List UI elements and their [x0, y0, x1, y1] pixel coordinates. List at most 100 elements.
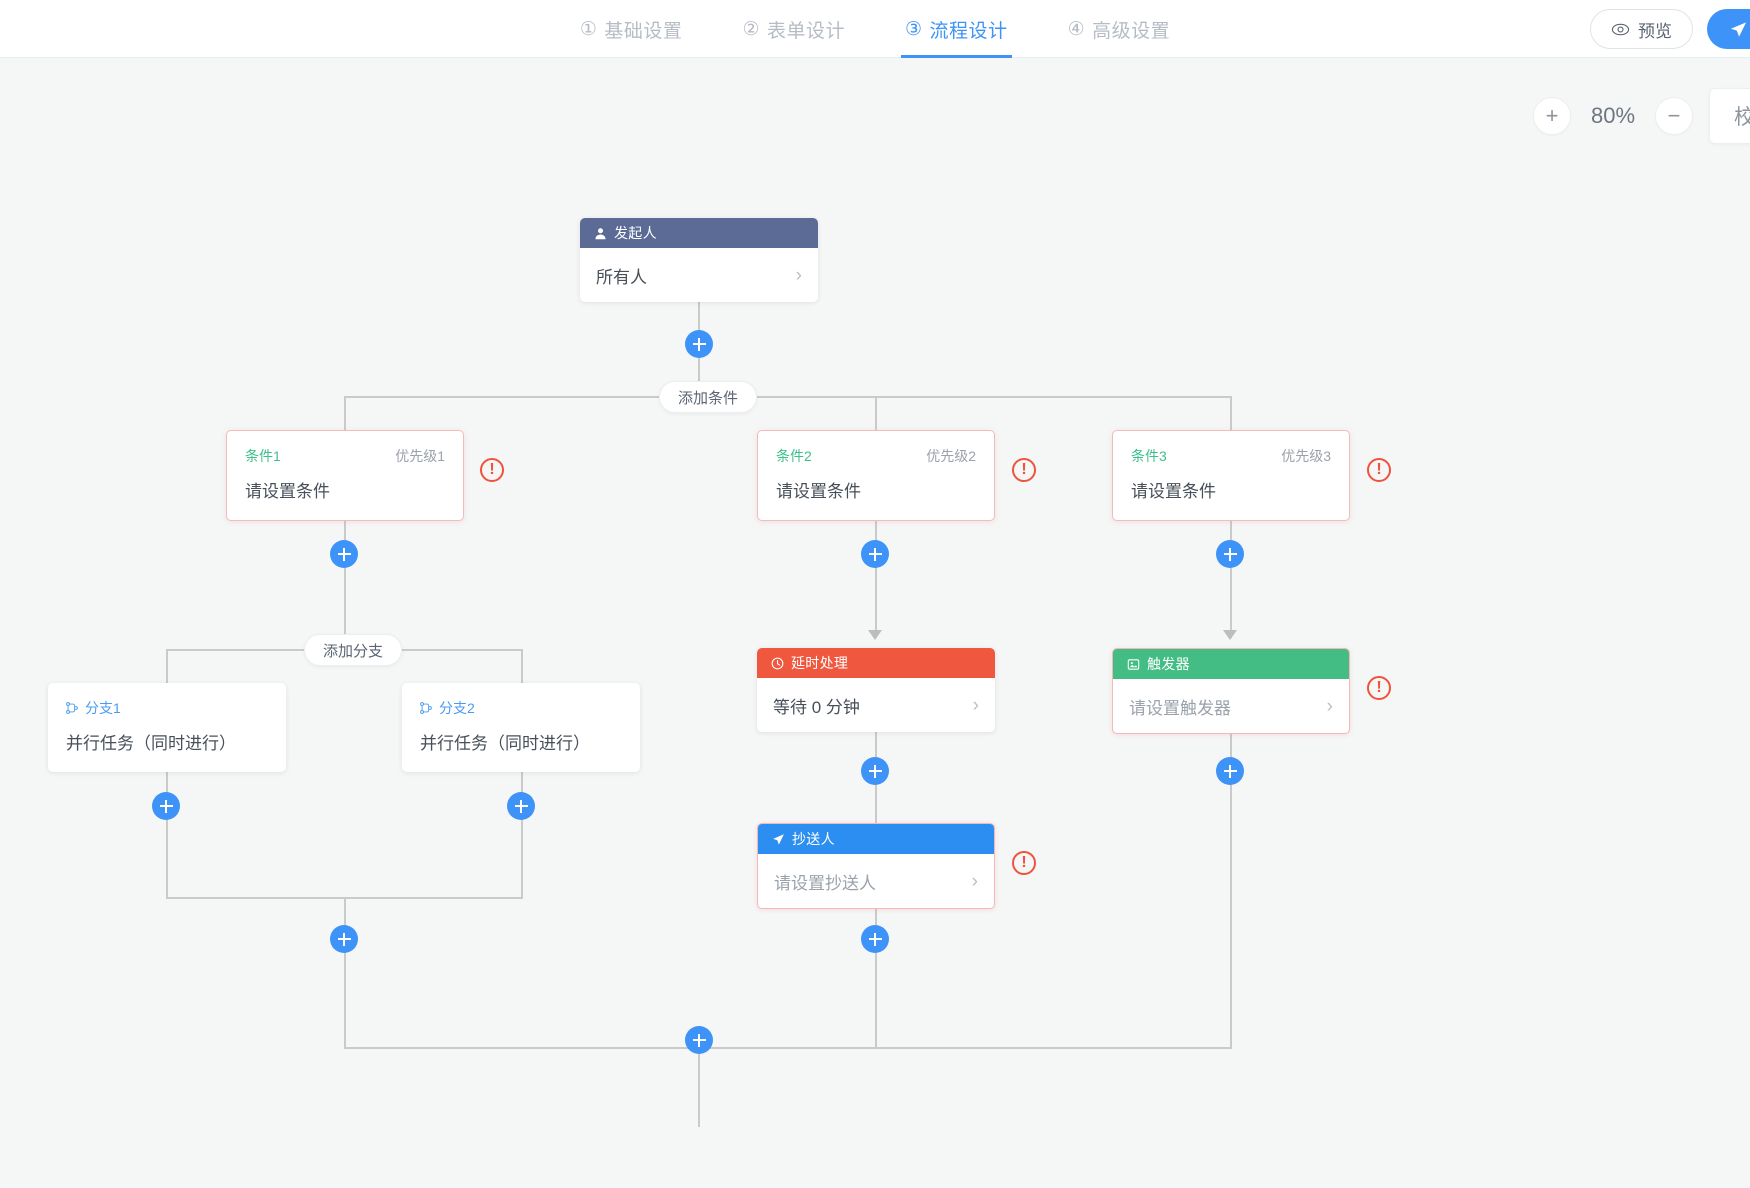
connector-cc-down [875, 907, 877, 1049]
add-node-button-final[interactable] [685, 1026, 713, 1054]
step-number: ③ [905, 18, 923, 40]
connector-cond3-down [1230, 516, 1232, 638]
tab-advanced-settings[interactable]: ④ 高级设置 [1064, 0, 1175, 58]
error-icon-condition-2[interactable]: ! [1012, 458, 1036, 482]
node-condition-2-priority: 优先级2 [926, 448, 976, 464]
node-delay-body[interactable]: 等待 0 分钟 › [757, 678, 995, 732]
node-branch-1-value: 并行任务（同时进行） [66, 734, 236, 753]
node-delay[interactable]: 延时处理 等待 0 分钟 › [757, 648, 995, 732]
node-cc-body[interactable]: 请设置抄送人 › [758, 854, 994, 908]
node-condition-2-value: 请设置条件 [776, 482, 861, 501]
zoom-toolbar: + 80% − 校验流程 [1533, 88, 1750, 144]
add-node-button-after-condition-2[interactable] [861, 540, 889, 568]
error-icon-condition-1[interactable]: ! [480, 458, 504, 482]
tab-process-design[interactable]: ③ 流程设计 [901, 0, 1012, 58]
node-delay-header: 延时处理 [757, 648, 995, 678]
add-node-button-after-condition-3[interactable] [1216, 540, 1244, 568]
connector-condition-bus [344, 396, 1232, 398]
add-condition-button[interactable]: 添加条件 [659, 381, 758, 413]
node-branch-2-value: 并行任务（同时进行） [420, 734, 590, 753]
chevron-right-icon: › [1326, 695, 1333, 717]
node-cc-title: 抄送人 [792, 831, 835, 847]
add-branch-button[interactable]: 添加分支 [304, 634, 403, 666]
zoom-out-button[interactable]: − [1655, 97, 1693, 135]
node-initiator-value: 所有人 [596, 267, 647, 287]
add-node-button-after-delay[interactable] [861, 757, 889, 785]
node-branch-1-name: 分支1 [85, 700, 121, 716]
connector-cond2-down [875, 516, 877, 638]
node-delay-title: 延时处理 [791, 655, 849, 671]
node-initiator-title: 发起人 [614, 225, 657, 241]
zoom-level-value: 80% [1590, 103, 1636, 128]
node-condition-1-priority: 优先级1 [395, 448, 445, 464]
trigger-icon [1127, 658, 1140, 671]
connector-delay-down [875, 732, 877, 854]
step-number: ④ [1067, 18, 1086, 40]
connector-final-down [698, 1047, 700, 1127]
connector-final-merge-bus [344, 1047, 1232, 1049]
node-trigger[interactable]: 触发器 请设置触发器 › [1112, 648, 1350, 734]
node-condition-2-name: 条件2 [776, 448, 812, 464]
top-bar-actions: 预览 发布 [1590, 0, 1750, 58]
preview-button[interactable]: 预览 [1590, 9, 1693, 49]
add-node-button-after-trigger[interactable] [1216, 757, 1244, 785]
step-label: 表单设计 [766, 20, 845, 42]
node-condition-2[interactable]: 条件2 优先级2 请设置条件 [757, 430, 995, 521]
validate-process-button[interactable]: 校验流程 [1709, 88, 1750, 144]
step-label: 高级设置 [1092, 20, 1171, 42]
preview-button-label: 预览 [1638, 21, 1672, 41]
flow-canvas[interactable]: 发起人 所有人 › 添加条件 条件1 优先级1 请设置条件 ! 条件2 优先级2… [0, 58, 1750, 1188]
publish-button[interactable]: 发布 [1707, 9, 1750, 49]
node-cc-header: 抄送人 [758, 824, 994, 854]
node-condition-3[interactable]: 条件3 优先级3 请设置条件 [1112, 430, 1350, 521]
node-condition-3-value: 请设置条件 [1131, 482, 1216, 501]
connector-branch-2-down [521, 767, 523, 899]
chevron-right-icon: › [971, 870, 978, 892]
connector-branch-1-down [166, 767, 168, 899]
node-condition-3-top: 条件3 优先级3 [1113, 431, 1349, 466]
step-nav: ① 基础设置 ② 表单设计 ③ 流程设计 ④ 高级设置 [0, 0, 1750, 58]
add-node-button-after-branch-merge[interactable] [330, 925, 358, 953]
tab-form-design[interactable]: ② 表单设计 [738, 0, 849, 58]
node-initiator-body[interactable]: 所有人 › [580, 248, 818, 302]
user-icon [594, 227, 607, 240]
eye-icon [1611, 20, 1630, 39]
step-label: 流程设计 [929, 20, 1008, 42]
node-branch-1[interactable]: 分支1 并行任务（同时进行） [48, 683, 286, 772]
add-node-button-after-cc[interactable] [861, 925, 889, 953]
add-node-button-after-branch-2[interactable] [507, 792, 535, 820]
arrow-into-trigger-node [1223, 630, 1237, 640]
node-cc[interactable]: 抄送人 请设置抄送人 › [757, 823, 995, 909]
top-bar: ① 基础设置 ② 表单设计 ③ 流程设计 ④ 高级设置 预览 [0, 0, 1750, 58]
node-trigger-body[interactable]: 请设置触发器 › [1113, 679, 1349, 733]
error-icon-cc[interactable]: ! [1012, 851, 1036, 875]
chevron-right-icon: › [795, 264, 802, 286]
branch-icon [420, 702, 432, 714]
add-node-button-after-branch-1[interactable] [152, 792, 180, 820]
zoom-in-button[interactable]: + [1533, 97, 1571, 135]
add-node-button-after-condition-1[interactable] [330, 540, 358, 568]
send-icon [1729, 20, 1748, 39]
connector-branch-merge-down [344, 897, 346, 1049]
node-initiator-header: 发起人 [580, 218, 818, 248]
tab-basic-settings[interactable]: ① 基础设置 [576, 0, 687, 58]
error-icon-trigger[interactable]: ! [1367, 676, 1391, 700]
node-trigger-header: 触发器 [1113, 649, 1349, 679]
node-delay-value: 等待 0 分钟 [773, 697, 860, 717]
branch-icon [66, 702, 78, 714]
arrow-into-delay-node [868, 630, 882, 640]
send-icon [772, 833, 785, 846]
error-icon-condition-3[interactable]: ! [1367, 458, 1391, 482]
clock-icon [771, 657, 784, 670]
add-node-button-after-initiator[interactable] [685, 330, 713, 358]
step-label: 基础设置 [604, 20, 683, 42]
node-branch-2-name: 分支2 [439, 700, 475, 716]
step-number: ① [579, 18, 598, 40]
node-branch-2[interactable]: 分支2 并行任务（同时进行） [402, 683, 640, 772]
node-initiator[interactable]: 发起人 所有人 › [580, 218, 818, 302]
node-condition-3-priority: 优先级3 [1281, 448, 1331, 464]
node-condition-1[interactable]: 条件1 优先级1 请设置条件 [226, 430, 464, 521]
node-branch-2-top: 分支2 [402, 683, 640, 718]
node-condition-3-name: 条件3 [1131, 448, 1167, 464]
node-trigger-value: 请设置触发器 [1129, 698, 1231, 718]
